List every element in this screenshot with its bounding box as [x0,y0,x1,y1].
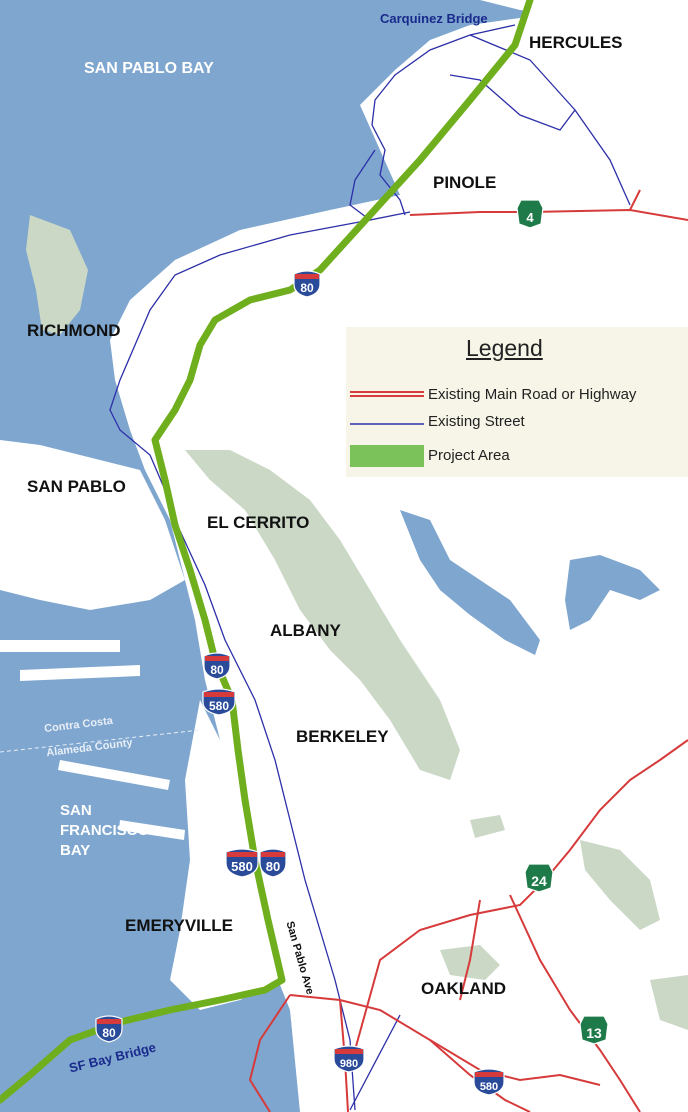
shield-label: 580 [231,859,253,874]
park [470,815,505,838]
shield-label: 4 [526,210,534,225]
interstate-80-icon: 80 [95,1015,123,1043]
main-road-swatch-icon [350,391,424,397]
west-shore [0,440,185,610]
interstate-580-icon: 580 [473,1068,505,1096]
main-roads [248,189,688,1112]
oakland-waterfront [170,700,280,1010]
interstate-580-icon: 580 [225,848,259,878]
place-el-cerrito: EL CERRITO [207,513,310,532]
shield-label: 580 [209,699,229,713]
park [650,975,688,1030]
interstate-80-icon: 80 [259,848,287,878]
shield-label: 80 [266,859,280,874]
legend-box: Legend Existing Main Road or Highway Exi… [346,327,688,477]
land-mass [110,0,688,1112]
place-san-pablo: SAN PABLO [27,477,126,496]
pier [58,760,170,790]
legend-item-main-road: Existing Main Road or Highway [428,386,637,403]
reservoir [565,555,660,630]
interstate-80-icon: 80 [293,270,321,298]
shield-label: 80 [102,1026,116,1040]
place-albany: ALBANY [270,621,341,640]
place-hercules: HERCULES [529,33,623,52]
reservoir [400,510,540,655]
interstate-80-icon: 80 [203,652,231,680]
shield-label: 580 [480,1081,498,1093]
tilden-park [185,450,460,780]
point-pinole [26,215,88,335]
place-berkeley: BERKELEY [296,727,389,746]
place-richmond: RICHMOND [27,321,121,340]
legend-item-project: Project Area [428,447,510,464]
shield-label: 24 [531,873,547,889]
state-route-24-icon: 24 [524,863,554,893]
shield-label: 80 [300,281,314,295]
state-route-13-icon: 13 [579,1015,609,1045]
water-san-pablo-bay: SAN PABLO BAY [84,60,214,77]
water-sf-bay-1: SAN [60,802,92,819]
place-emeryville: EMERYVILLE [125,916,233,935]
interstate-580-icon: 580 [202,688,236,716]
shield-label: 80 [210,663,224,677]
water-sf-bay-3: BAY [60,842,91,859]
pier [119,820,185,840]
pier [0,640,120,652]
pier [20,665,140,681]
legend-title: Legend [466,335,543,361]
project-area-swatch-icon [350,445,424,467]
park [580,840,660,930]
state-route-4-icon: 4 [516,199,544,229]
shield-label: 980 [340,1058,358,1070]
north-shore [480,0,688,40]
county-line [0,729,201,753]
interstate-980-icon: 980 [333,1045,365,1073]
bridge-carquinez: Carquinez Bridge [380,11,488,26]
place-oakland: OAKLAND [421,979,506,998]
place-pinole: PINOLE [433,173,497,192]
project-area-route [0,0,534,1104]
water-sf-bay-2: FRANCISCO [60,822,150,839]
legend-item-street: Existing Street [428,413,525,430]
shield-label: 13 [586,1025,602,1041]
street-swatch-icon [350,423,424,425]
